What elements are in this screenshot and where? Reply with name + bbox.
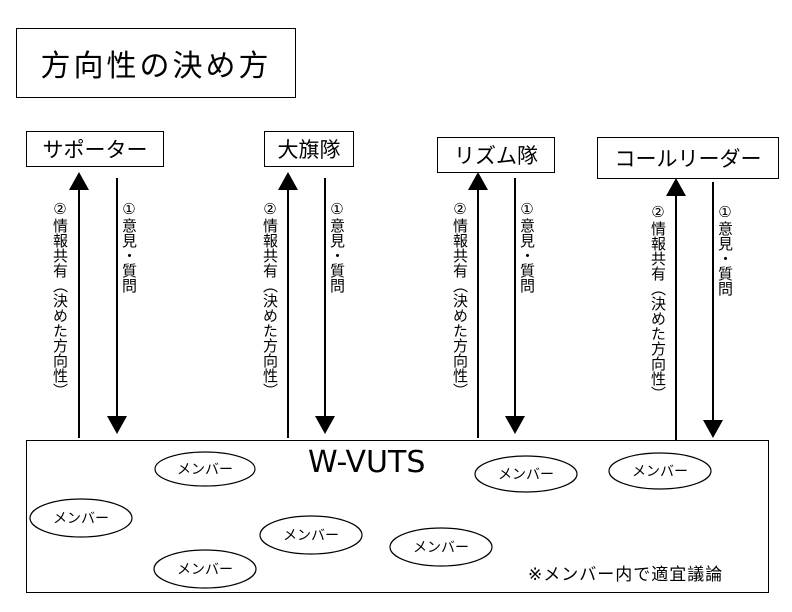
arrow-down-head bbox=[107, 416, 127, 434]
member-ellipse: メンバー bbox=[474, 455, 578, 493]
member-ellipse: メンバー bbox=[259, 515, 363, 555]
member-ellipse: メンバー bbox=[608, 452, 712, 490]
opinion-question-label: ①意見・質問 bbox=[120, 200, 138, 293]
arrow-up-head bbox=[69, 172, 89, 190]
member-label: メンバー bbox=[498, 467, 554, 483]
member-label: メンバー bbox=[283, 528, 339, 544]
arrow-down-head bbox=[703, 420, 723, 438]
member-label: メンバー bbox=[632, 464, 688, 480]
member-ellipse: メンバー bbox=[153, 549, 257, 589]
opinion-question-label: ①意見・質問 bbox=[716, 203, 734, 296]
arrow-up-head bbox=[666, 178, 686, 196]
member-label: メンバー bbox=[177, 562, 233, 578]
info-share-label: ②情報共有（決めた方向性） bbox=[451, 200, 469, 398]
member-label: メンバー bbox=[177, 462, 233, 478]
role-label: リズム隊 bbox=[454, 144, 538, 168]
member-ellipse: メンバー bbox=[154, 451, 256, 487]
role-box-rhythm-team: リズム隊 bbox=[437, 137, 555, 173]
role-label: コールリーダー bbox=[614, 147, 762, 171]
member-ellipse: メンバー bbox=[389, 527, 493, 567]
role-label: サポーター bbox=[42, 138, 148, 162]
arrow-down-head bbox=[315, 416, 335, 434]
member-ellipse: メンバー bbox=[29, 498, 133, 538]
page-title: 方向性の決め方 bbox=[40, 49, 272, 84]
info-share-label: ②情報共有（決めた方向性） bbox=[649, 203, 667, 401]
info-share-label: ②情報共有（決めた方向性） bbox=[261, 200, 279, 398]
arrow-up-head bbox=[278, 172, 298, 190]
arrow-up-head bbox=[468, 172, 488, 190]
role-label: 大旗隊 bbox=[277, 138, 341, 162]
role-box-big-flag-team: 大旗隊 bbox=[264, 131, 354, 167]
member-label: メンバー bbox=[413, 540, 469, 556]
info-share-label: ②情報共有（決めた方向性） bbox=[51, 200, 69, 398]
title-box: 方向性の決め方 bbox=[16, 28, 296, 98]
opinion-question-label: ①意見・質問 bbox=[328, 200, 346, 293]
arrow-down-head bbox=[505, 416, 525, 434]
role-box-supporter: サポーター bbox=[26, 131, 164, 167]
role-box-call-leader: コールリーダー bbox=[597, 137, 779, 179]
opinion-question-label: ①意見・質問 bbox=[518, 200, 536, 293]
member-label: メンバー bbox=[53, 511, 109, 527]
discussion-note: ※メンバー内で適宜議論 bbox=[528, 565, 724, 585]
group-title: W-VUTS bbox=[308, 445, 426, 480]
